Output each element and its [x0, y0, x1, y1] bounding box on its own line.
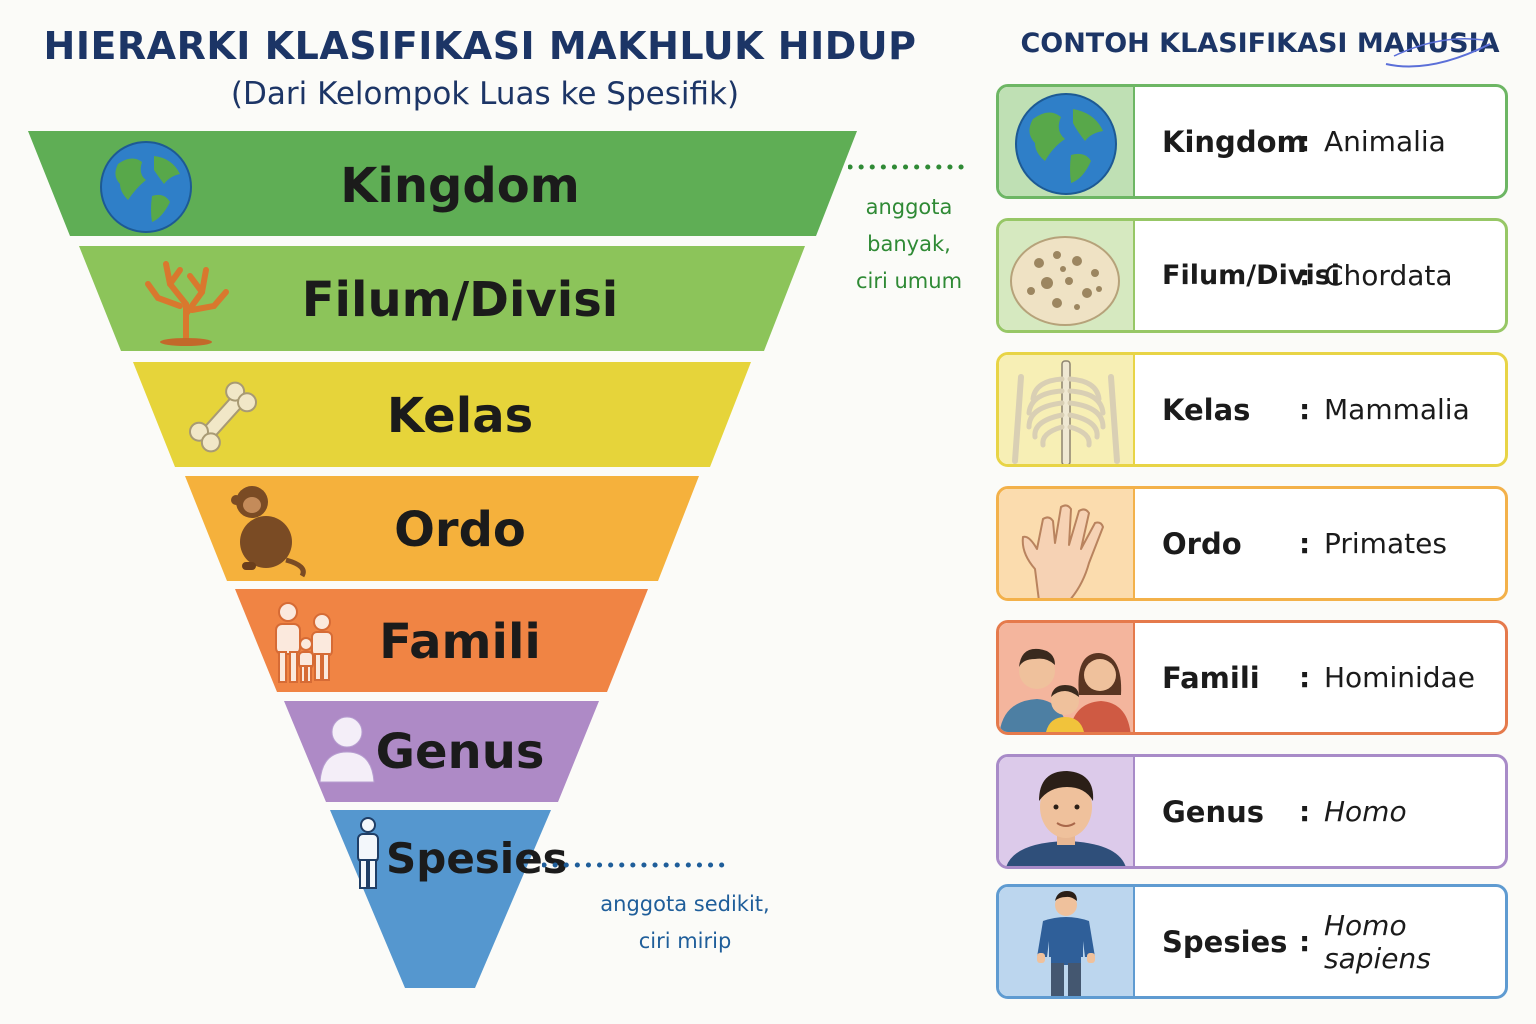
note-broad-line1: anggota banyak, — [865, 195, 953, 256]
family-portrait-icon — [999, 648, 1131, 732]
example-colon: : — [1299, 393, 1311, 426]
note-specific: anggota sedikit, ciri mirip — [600, 886, 770, 960]
pyramid-label-kelas: Kelas — [386, 388, 534, 444]
example-value: Hominidae — [1324, 661, 1475, 694]
band-spesies — [330, 810, 551, 988]
example-value: Mammalia — [1324, 393, 1470, 426]
example-card-image — [999, 623, 1135, 732]
pyramid-label-spesies: Spesies — [386, 834, 568, 883]
note-specific-line2: ciri mirip — [638, 929, 732, 953]
example-level: Ordo — [1162, 526, 1242, 561]
example-card-image — [999, 489, 1135, 598]
globe-icon — [100, 141, 192, 233]
pyramid-label-famili: Famili — [379, 614, 541, 670]
example-card-image — [999, 87, 1135, 196]
example-level: Spesies — [1162, 924, 1288, 959]
example-level: Kingdom — [1162, 124, 1307, 159]
example-colon: : — [1299, 795, 1311, 828]
example-level: Famili — [1162, 660, 1260, 695]
example-card-image — [999, 757, 1135, 866]
example-card-kelas: Kelas : Mammalia — [996, 352, 1508, 467]
note-specific-line1: anggota sedikit, — [600, 892, 770, 916]
note-broad-line2: ciri umum — [855, 269, 963, 293]
example-card-filum: Filum/Divisi : Chordata — [996, 218, 1508, 333]
standing-man-icon — [1037, 891, 1095, 996]
example-card-kingdom: Kingdom : Animalia — [996, 84, 1508, 199]
family-icon — [275, 602, 333, 683]
example-colon: : — [1299, 259, 1311, 292]
page-subtitle: (Dari Kelompok Luas ke Spesifik) — [230, 76, 740, 112]
example-value: Homo sapiens — [1324, 908, 1431, 975]
example-colon: : — [1299, 925, 1311, 958]
example-title: CONTOH KLASIFIKASI MANUSIA — [1020, 28, 1500, 59]
bone-icon — [188, 381, 258, 453]
band-famili — [235, 589, 648, 692]
example-value: Chordata — [1324, 259, 1453, 292]
example-level: Filum/Divisi — [1162, 260, 1341, 291]
ribcage-icon — [1012, 360, 1120, 464]
pyramid-label-kingdom: Kingdom — [340, 158, 580, 214]
coral-icon — [145, 261, 229, 346]
pyramid-label-filum: Filum/Divisi — [301, 272, 619, 328]
example-card-image — [999, 887, 1135, 996]
swoosh-icon — [1385, 37, 1491, 68]
example-colon: : — [1299, 661, 1311, 694]
globe-icon — [1015, 93, 1117, 195]
man-portrait-icon — [1006, 771, 1126, 866]
band-kelas — [133, 362, 751, 467]
person-silhouette-icon — [319, 716, 375, 783]
leader-dots-bottom — [542, 862, 725, 868]
example-card-image — [999, 221, 1135, 330]
hand-icon — [1021, 504, 1104, 598]
page-title: HIERARKI KLASIFIKASI MAKHLUK HIDUP — [43, 24, 917, 68]
example-level: Kelas — [1162, 392, 1251, 427]
example-colon: : — [1299, 527, 1311, 560]
standing-person-icon — [357, 817, 379, 889]
note-broad: anggota banyak, ciri umum — [830, 189, 988, 300]
pyramid-label-ordo: Ordo — [394, 502, 526, 558]
band-ordo — [185, 476, 699, 581]
example-card-ordo: Ordo : Primates — [996, 486, 1508, 601]
example-value: Animalia — [1324, 125, 1446, 158]
example-card-famili: Famili : Hominidae — [996, 620, 1508, 735]
monkey-icon — [231, 486, 306, 578]
pyramid-label-genus: Genus — [375, 724, 545, 780]
band-filum — [79, 246, 805, 351]
example-colon: : — [1299, 125, 1311, 158]
example-value: Homo — [1324, 795, 1407, 828]
example-card-image — [999, 355, 1135, 464]
example-value: Primates — [1324, 527, 1447, 560]
example-card-genus: Genus : Homo — [996, 754, 1508, 869]
band-kingdom — [28, 131, 857, 236]
example-level: Genus — [1162, 794, 1265, 829]
example-card-spesies: Spesies : Homo sapiens — [996, 884, 1508, 999]
classification-pyramid — [28, 131, 857, 988]
leader-dots-top — [848, 164, 971, 170]
sponge-icon — [1010, 236, 1120, 326]
